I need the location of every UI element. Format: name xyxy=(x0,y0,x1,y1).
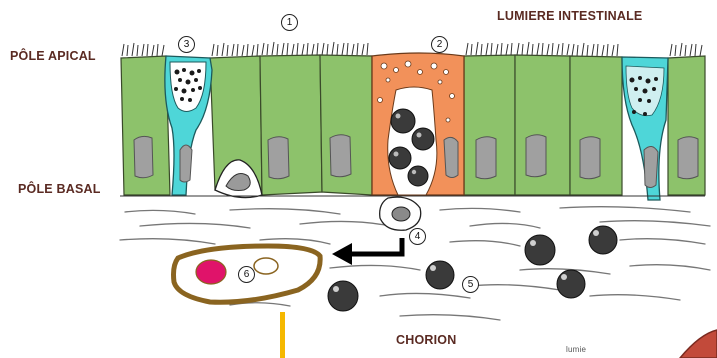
marker-1: 1 xyxy=(281,14,298,31)
transfer-arrow xyxy=(352,238,402,254)
goblet-cell-left xyxy=(165,56,212,195)
migrating-cell xyxy=(380,197,421,230)
chorion-lymphocytes xyxy=(328,226,617,311)
basal-pole-label: PÔLE BASAL xyxy=(18,182,101,196)
chorion-label: CHORION xyxy=(396,333,456,347)
partial-label: lumie xyxy=(566,345,586,354)
vessel-line xyxy=(280,312,285,358)
intestinal-lumen-label: LUMIERE INTESTINALE xyxy=(497,9,642,23)
marker-4: 4 xyxy=(409,228,426,245)
marker-6: 6 xyxy=(238,266,255,283)
marker-5: 5 xyxy=(462,276,479,293)
arrow-head xyxy=(332,243,352,265)
marker-2: 2 xyxy=(431,36,448,53)
marker-3: 3 xyxy=(178,36,195,53)
apical-pole-label: PÔLE APICAL xyxy=(10,49,96,63)
goblet-cell-right xyxy=(622,57,668,200)
partial-structure xyxy=(680,330,717,358)
